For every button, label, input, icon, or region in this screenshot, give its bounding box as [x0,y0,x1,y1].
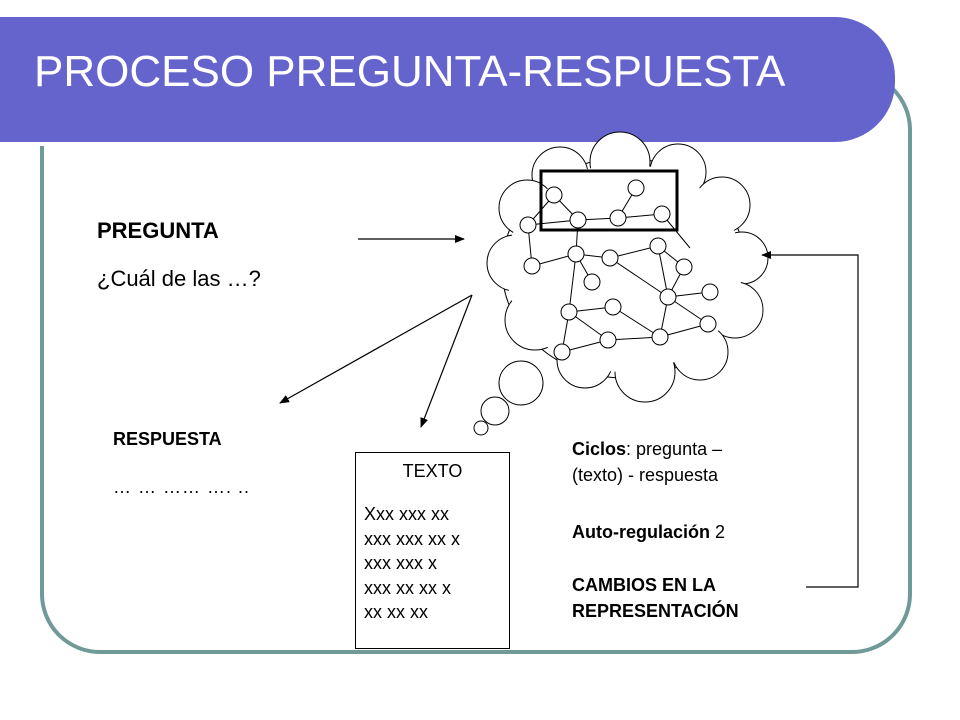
thought-bubbles [473,360,544,436]
pregunta-text: ¿Cuál de las …? [97,266,261,291]
texto-line: xxx xxx x [364,553,438,573]
texto-line: xxx xx xx x [364,577,452,598]
network-node [599,331,617,349]
texto-line: xxx xxx xx x [364,528,461,549]
network-node [699,315,717,333]
network-node [567,245,585,263]
network-node [601,249,619,267]
arrow-mind-to-text [420,294,473,428]
network-node [545,186,563,204]
network-node [701,283,719,301]
network-node [675,258,693,276]
ciclos-note: Ciclos: pregunta – (texto) - respuesta [572,436,722,488]
texto-line: Xxx xxx xx [364,504,450,524]
network-node [553,343,571,361]
texto-line: xx xx xx [364,602,429,622]
thought-bubble-medium [480,396,510,426]
cambios-line2: REPRESENTACIÓN [572,601,739,621]
texto-box: TEXTO Xxx xxx xx xxx xxx xx x xxx xxx x … [355,452,510,649]
network-node [609,209,627,227]
ciclos-rest: : pregunta – [626,439,723,459]
respuesta-text: … … …… …. .. [113,477,251,497]
network-node [627,179,645,197]
arrow-mind-to-answer [279,294,473,404]
title-underline [0,142,848,146]
thought-bubble-small [473,420,489,436]
network-node [604,298,622,316]
auto-rest: 2 [710,522,726,542]
network-node [653,205,671,223]
pregunta-heading: PREGUNTA [97,218,219,243]
network-node [583,273,601,291]
auto-label: Auto-regulación [572,522,710,542]
network-node [560,303,578,321]
texto-heading: TEXTO [402,461,463,481]
thought-bubble-large [498,360,544,406]
highlight-rectangle [539,169,679,232]
texto-lines: Xxx xxx xx xxx xxx xx x xxx xxx x xxx xx… [364,502,460,625]
ciclos-label: Ciclos [572,439,627,459]
title-bar [0,17,895,146]
cambios-line1: CAMBIOS EN LA [572,575,716,595]
slide-title: PROCESO PREGUNTA-RESPUESTA [34,47,786,96]
network-node [659,288,677,306]
arrows [279,235,859,588]
cambios-note: CAMBIOS EN LA REPRESENTACIÓN [572,572,739,624]
network-node [523,257,541,275]
network-nodes [519,179,719,361]
respuesta-heading: RESPUESTA [113,429,222,449]
arrow-feedback-loop [761,251,859,588]
auto-regulacion-note: Auto-regulación 2 [572,519,725,545]
network-node [651,328,669,346]
network-node [649,237,667,255]
network-node [569,211,587,229]
network-node [519,216,537,234]
ciclos-line2: (texto) - respuesta [572,465,719,485]
